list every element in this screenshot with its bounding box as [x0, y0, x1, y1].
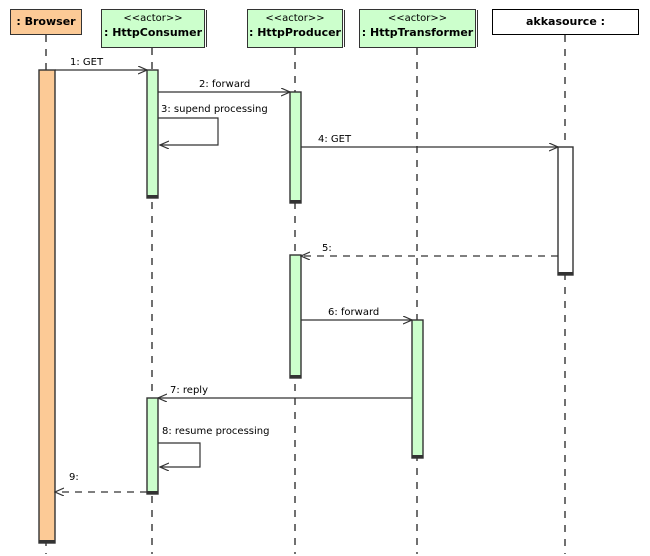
activation-bar-end-cap	[412, 455, 423, 458]
message-label-3: 3: supend processing	[161, 104, 268, 115]
activation-bar-webserver	[557, 146, 574, 276]
message-arrow-8	[158, 442, 201, 467]
lifeline-name-httptransformer: : HttpTransformer	[361, 25, 474, 39]
lifelines-group	[45, 35, 566, 554]
lifeline-name-httpproducer: : HttpProducer	[249, 25, 341, 39]
activation-bar-end-cap	[558, 272, 573, 275]
message-label-9: 9:	[69, 472, 79, 483]
activation-bar-end-cap	[39, 540, 55, 543]
activation-bar-httpproducer	[289, 91, 302, 204]
lifeline-name-httpconsumer: : HttpConsumer	[103, 25, 202, 39]
message-label-8: 8: resume processing	[162, 426, 270, 437]
activation-bar-end-cap	[147, 491, 158, 494]
message-label-7: 7: reply	[170, 385, 208, 396]
message-label-2: 2: forward	[199, 79, 251, 90]
activation-bar-end-cap	[147, 195, 158, 198]
activation-bar-httpproducer	[289, 254, 302, 379]
message-label-1: 1: GET	[70, 57, 104, 68]
message-label-5: 5:	[322, 243, 332, 254]
lifeline-stereotype-httpproducer: <<actor>>	[265, 13, 325, 24]
activation-bar-end-cap	[290, 375, 301, 378]
lifeline-head-browser[interactable]: : Browser	[10, 9, 82, 35]
lifeline-stereotype-httptransformer: <<actor>>	[387, 13, 448, 24]
lifeline-name-webserver: akkasource : WebServer	[525, 15, 606, 28]
lifeline-head-httpconsumer[interactable]: <<actor>>: HttpConsumer	[101, 9, 205, 48]
lifeline-head-webserver[interactable]: akkasource : WebServer	[492, 9, 639, 35]
lifeline-head-httptransformer[interactable]: <<actor>>: HttpTransformer	[359, 9, 476, 48]
activation-bar-httpconsumer	[146, 69, 159, 199]
message-label-4: 4: GET	[318, 134, 352, 145]
activation-bar-httpconsumer	[146, 397, 159, 495]
message-arrows-group	[55, 70, 558, 492]
activation-bar-httptransformer	[411, 319, 424, 459]
activation-bar-browser	[38, 69, 56, 544]
lifeline-stereotype-httpconsumer: <<actor>>	[123, 13, 183, 24]
activation-bar-end-cap	[290, 200, 301, 203]
lifeline-head-httpproducer[interactable]: <<actor>>: HttpProducer	[247, 9, 343, 48]
lifeline-name-browser: : Browser	[16, 15, 76, 28]
message-label-6: 6: forward	[328, 307, 380, 318]
message-arrow-3	[158, 117, 219, 145]
activation-bars-group	[38, 69, 574, 544]
